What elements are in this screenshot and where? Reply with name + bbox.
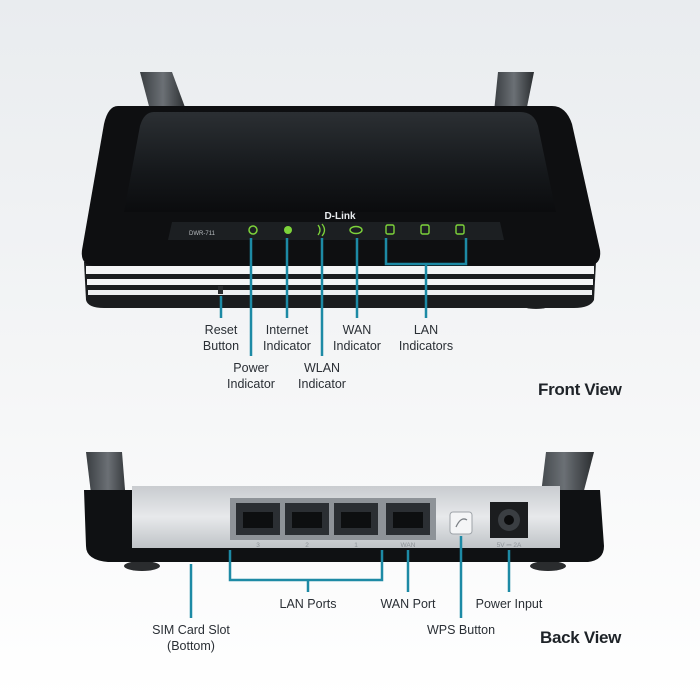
internet-indicator-label: Internet Indicator	[263, 323, 311, 353]
brand-logo: D-Link	[324, 211, 356, 222]
front-callout-lines	[219, 238, 468, 356]
port-number-2: 2	[305, 542, 309, 549]
back-callout-lines	[189, 536, 511, 618]
lan-ports-bracket	[228, 550, 384, 582]
back-left-foot	[124, 561, 160, 571]
lan-led-1-icon	[385, 224, 395, 235]
power-rating: 5V ⎓ 2A	[497, 542, 522, 549]
front-view-title: Front View	[538, 380, 622, 399]
port-number-3: 3	[256, 542, 260, 549]
back-view-title: Back View	[540, 628, 622, 647]
power-input-label: Power Input	[475, 597, 543, 611]
reset-button-hole	[218, 286, 223, 294]
lan-ports-label: LAN Ports	[279, 597, 337, 611]
wan-led-icon	[349, 225, 363, 235]
wan-port-label: WAN Port	[380, 597, 436, 611]
port-number-1: 1	[354, 542, 358, 549]
model-number: DWR-711	[189, 231, 216, 237]
port-number-labels: 3 2 1 WAN 5V ⎓ 2A	[256, 542, 522, 549]
front-leds	[248, 223, 465, 237]
front-led-strip	[168, 222, 504, 240]
front-left-antenna	[140, 72, 186, 110]
wps-button	[449, 511, 473, 535]
front-right-antenna	[494, 72, 534, 112]
wlan-led-icon	[317, 223, 326, 237]
lan-led-2-icon	[420, 224, 430, 235]
power-led-icon	[248, 225, 258, 235]
power-indicator-label: Power Indicator	[227, 361, 275, 391]
reset-button-label: Reset Button	[202, 323, 240, 353]
wlan-indicator-label: WLAN Indicator	[298, 361, 346, 391]
wan-indicator-label: WAN Indicator	[333, 323, 381, 353]
sim-card-slot-label: SIM Card Slot (Bottom)	[152, 623, 230, 653]
back-right-foot	[530, 561, 566, 571]
port-number-wan: WAN	[401, 542, 416, 549]
lan-indicators-label: LAN Indicators	[398, 323, 454, 353]
front-view-router	[81, 72, 601, 309]
lan-led-3-icon	[455, 224, 465, 235]
front-top-panel	[124, 112, 556, 212]
internet-led-icon	[284, 226, 292, 234]
wps-button-label: WPS Button	[426, 623, 496, 637]
back-view-router	[84, 452, 604, 571]
wps-icon	[455, 518, 468, 528]
ethernet-ports	[236, 503, 430, 535]
